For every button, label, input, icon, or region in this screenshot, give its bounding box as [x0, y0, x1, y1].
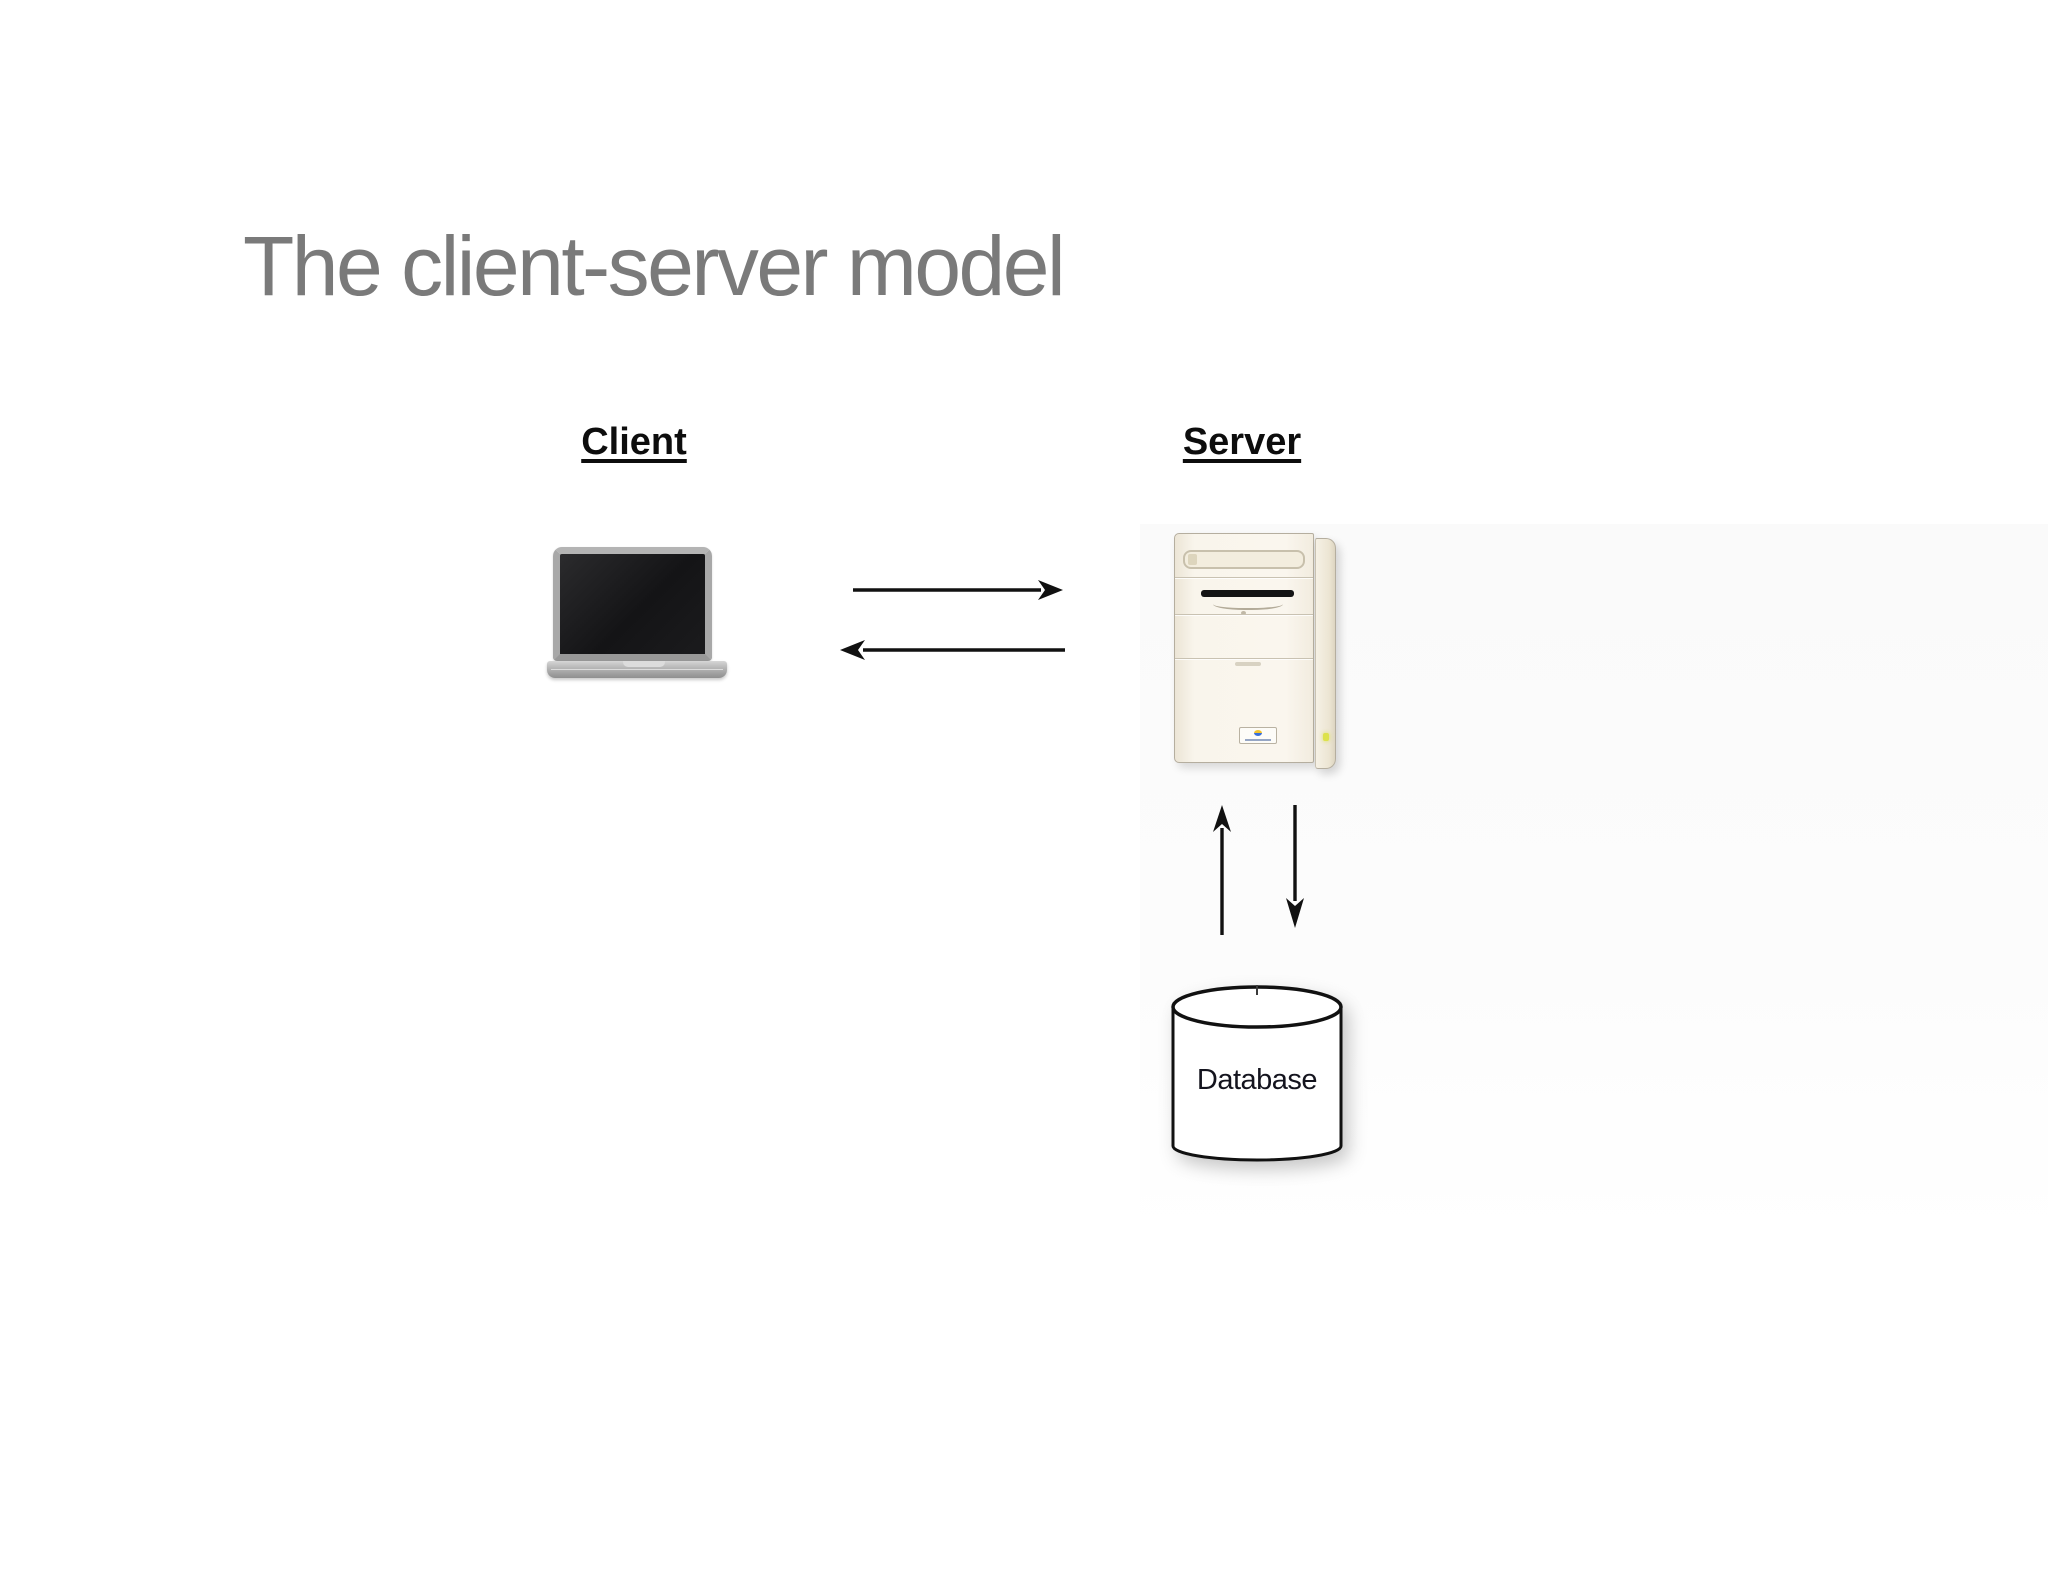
server-label: Server	[1182, 421, 1302, 463]
tower-handle-slot	[1183, 550, 1305, 569]
tower-front-panel	[1174, 533, 1314, 763]
arrow-down-icon	[1286, 805, 1304, 928]
tower-logo-badge	[1239, 727, 1277, 744]
laptop-base	[547, 661, 727, 678]
laptop-latch	[623, 661, 665, 667]
tower-divider	[1175, 658, 1313, 659]
slide-title: The client-server model	[243, 219, 1066, 313]
tower-logo-text	[1245, 739, 1271, 741]
tower-logo-icon	[1254, 730, 1262, 736]
arrow-right-icon	[853, 580, 1063, 600]
laptop-screen	[553, 547, 712, 661]
cd-drive-tray-shadow	[1213, 597, 1283, 610]
tower-divider	[1175, 577, 1313, 578]
arrow-left-icon	[840, 640, 1065, 660]
tower-model-text	[1235, 662, 1261, 666]
tower-divider	[1175, 614, 1313, 615]
tower-side-panel	[1315, 538, 1336, 769]
client-label: Client	[581, 421, 687, 463]
cd-drive-button	[1241, 611, 1246, 615]
arrow-up-icon	[1213, 805, 1231, 935]
database-cylinder-icon	[1171, 985, 1343, 1162]
cd-drive-slot	[1201, 590, 1294, 597]
database-label: Database	[1196, 1064, 1318, 1096]
tower-slot-tab	[1188, 554, 1197, 565]
power-led	[1323, 733, 1329, 741]
